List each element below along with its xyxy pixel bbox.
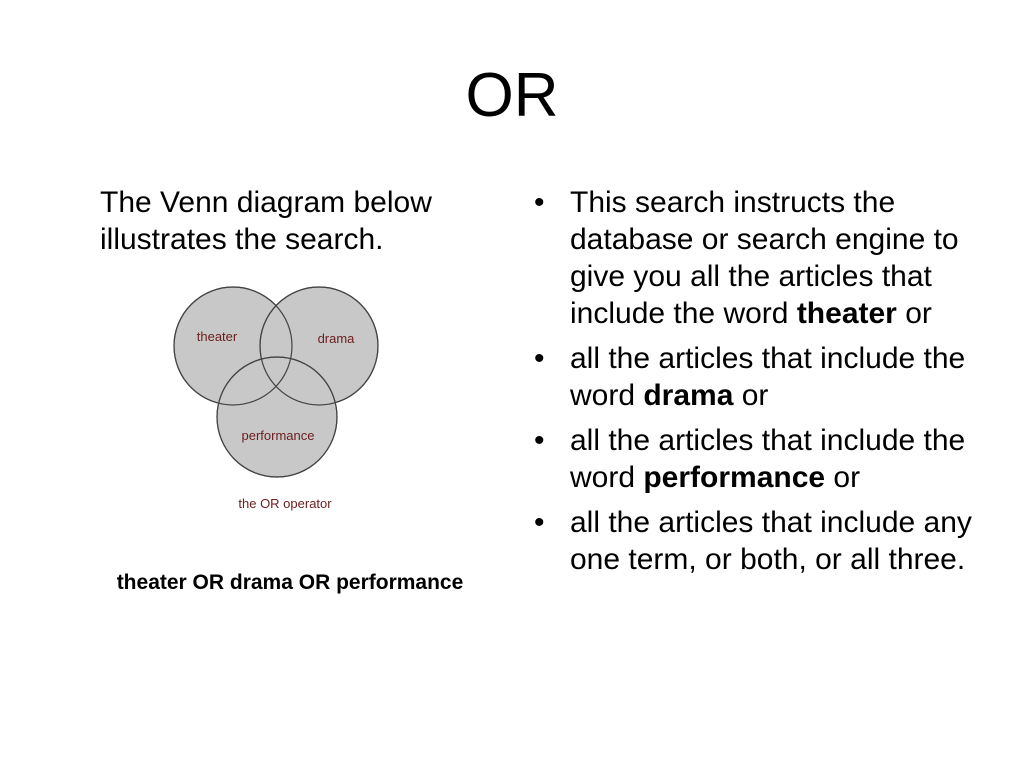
venn-diagram: theater drama performance the OR operato… [170,282,386,518]
venn-label-performance: performance [242,428,315,443]
bullet-icon: • [534,506,545,539]
bullet-term: drama [643,379,734,412]
intro-text: The Venn diagram below illustrates the s… [100,186,432,256]
venn-label-theater: theater [197,329,238,344]
bullet-text: all the articles that include the word [570,424,966,494]
bullet-term: theater [796,297,897,330]
venn-label-operator: the OR operator [238,496,332,511]
bullet-tail: or [733,379,769,412]
venn-circle-performance [216,356,338,478]
bullet-item: •all the articles that include the word … [530,422,980,496]
bullet-tail: or [896,297,932,330]
venn-circle-performance-outline [216,356,338,478]
bullet-tail: or [825,461,861,494]
bullet-icon: • [534,424,545,457]
slide-title: OR [465,61,559,130]
bullet-term: performance [643,461,826,494]
venn-svg: theater drama performance the OR operato… [173,286,379,511]
bullet-icon: • [534,342,545,375]
bullet-text: This search instructs the database or se… [570,186,959,330]
bullet-list: • This search instructs the database or s… [530,184,980,586]
venn-label-drama: drama [318,331,356,346]
venn-circle-theater-outline [173,286,293,406]
bullet-text: all the articles that include the word [570,342,966,412]
bullet-item: •all the articles that include the word … [530,340,980,414]
bullet-item: • This search instructs the database or s… [530,184,980,332]
bullet-text: all the articles that include any one te… [570,506,972,576]
venn-circle-drama-outline [259,286,379,406]
search-caption: theater OR drama OR performance [116,571,464,594]
bullet-item: • all the articles that include any one t… [530,504,980,578]
bullet-icon: • [534,186,545,219]
